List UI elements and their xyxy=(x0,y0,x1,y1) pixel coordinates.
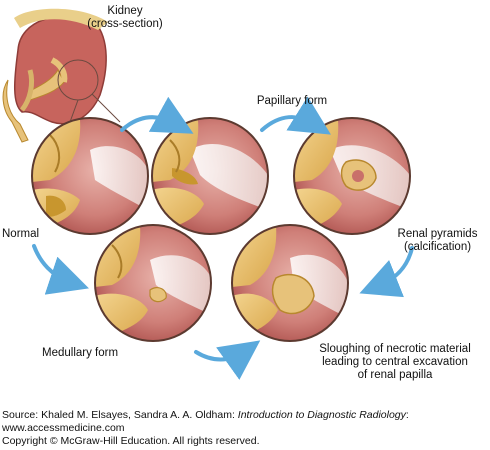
arrow-calcification-to-sloughing xyxy=(359,246,414,298)
book-title: Introduction to Diagnostic Radiology xyxy=(237,409,406,421)
circle-normal xyxy=(31,117,149,235)
source-prefix: Source: Khaled M. Elsayes, Sandra A. A. … xyxy=(2,409,238,421)
source-suffix: : xyxy=(405,409,409,421)
circle-calcification xyxy=(293,117,411,235)
copyright-notice: Copyright © McGraw-Hill Education. All r… xyxy=(2,435,260,447)
label-medullary-form: Medullary form xyxy=(42,347,119,359)
source-url[interactable]: www.accessmedicine.com xyxy=(2,422,125,434)
circle-sloughing xyxy=(231,224,349,342)
arrow-medullary-to-sloughing xyxy=(194,340,261,380)
flow-arrows xyxy=(32,96,414,380)
arrow-papillary-to-calcification xyxy=(260,96,331,135)
label-kidney-line2: (cross-section) xyxy=(87,18,163,30)
source-citation: Source: Khaled M. Elsayes, Sandra A. A. … xyxy=(2,409,488,422)
label-papillary-form: Papillary form xyxy=(256,95,328,107)
diagram-figure xyxy=(2,8,414,380)
label-sloughing: Sloughing of necrotic material leading t… xyxy=(305,343,485,382)
circle-medullary xyxy=(94,224,212,342)
label-kidney-line1: Kidney xyxy=(107,5,143,17)
arrow-normal-to-papillary xyxy=(120,96,194,134)
label-slough-line1: Sloughing of necrotic material xyxy=(319,343,471,355)
label-renal-line2: (calcification) xyxy=(403,241,472,253)
label-slough-line2: leading to central excavation xyxy=(322,356,468,368)
label-kidney: Kidney (cross-section) xyxy=(60,5,190,31)
label-renal-pyramids: Renal pyramids (calcification) xyxy=(385,228,490,254)
label-renal-line1: Renal pyramids xyxy=(397,228,478,240)
circle-papillary xyxy=(151,117,269,235)
label-normal: Normal xyxy=(2,228,40,240)
kidney-cross-section xyxy=(2,8,121,143)
label-slough-line3: of renal papilla xyxy=(357,369,433,381)
arrow-normal-to-medullary xyxy=(32,244,89,295)
